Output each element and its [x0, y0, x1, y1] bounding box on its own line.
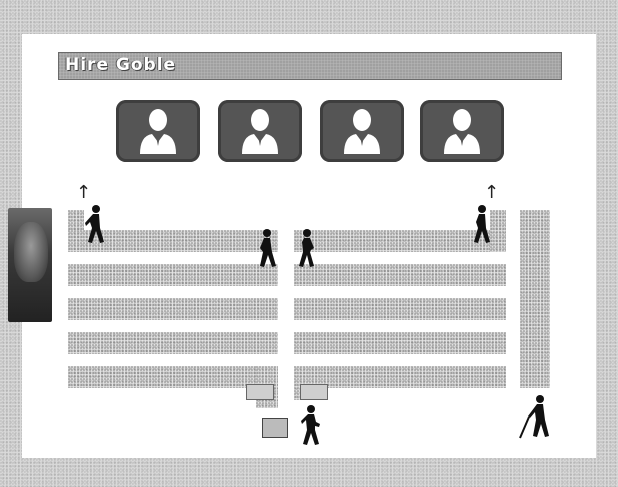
walking-person-icon: [256, 228, 278, 270]
queue-lane: [68, 332, 278, 354]
bag-icon: [246, 384, 274, 400]
walking-person-with-cane-icon: [518, 394, 552, 440]
walking-person-icon: [296, 228, 318, 270]
walking-person-icon: [300, 404, 322, 448]
title-bar: Hire Goble: [58, 52, 562, 80]
up-arrow-icon: ↑: [484, 184, 499, 202]
title-text: Hire Goble: [65, 55, 176, 75]
queue-lane: [294, 332, 506, 354]
queue-lane: [490, 210, 506, 252]
up-arrow-icon: ↑: [76, 184, 91, 202]
person-icon: [440, 106, 484, 156]
person-tile-4[interactable]: [420, 100, 504, 162]
book-icon: [262, 418, 288, 438]
portrait-photo: [8, 208, 52, 322]
walking-person-icon: [470, 204, 492, 246]
queue-lane: [68, 264, 278, 286]
person-icon: [136, 106, 180, 156]
person-icon: [238, 106, 282, 156]
person-tile-1[interactable]: [116, 100, 200, 162]
single-queue-lane: [520, 210, 550, 388]
bag-icon: [300, 384, 328, 400]
walking-person-icon: [84, 204, 106, 246]
person-icon: [340, 106, 384, 156]
person-tile-2[interactable]: [218, 100, 302, 162]
face-image: [14, 222, 48, 282]
queue-lane: [294, 298, 506, 320]
queue-lane: [294, 264, 506, 286]
queue-lane: [68, 298, 278, 320]
person-tile-3[interactable]: [320, 100, 404, 162]
